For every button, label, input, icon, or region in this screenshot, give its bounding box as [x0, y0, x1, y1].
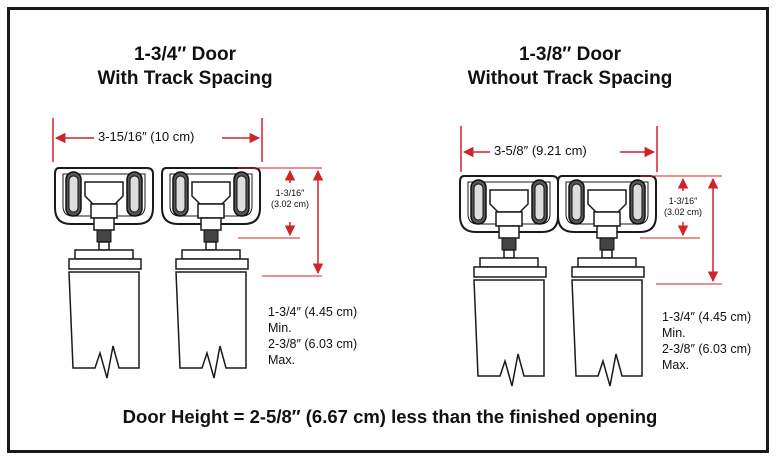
- left-small-dim-label: 1-3/16″ (3.02 cm): [262, 188, 318, 210]
- right-small-dim-line1: 1-3/16″: [668, 196, 698, 206]
- left-range-note: 1-3/4″ (4.45 cm) Min. 2-3/8″ (6.03 cm) M…: [268, 304, 357, 368]
- left-small-dim-line2: (3.02 cm): [270, 199, 309, 209]
- left-note-max-label: Max.: [268, 353, 296, 367]
- right-range-note: 1-3/4″ (4.45 cm) Min. 2-3/8″ (6.03 cm) M…: [662, 309, 751, 373]
- left-title: 1-3/4″ Door With Track Spacing: [90, 43, 280, 91]
- right-note-max-value: 2-3/8″ (6.03 cm): [662, 342, 752, 356]
- left-small-dim-line1: 1-3/16″: [275, 188, 305, 198]
- left-width-label: 3-15/16″ (10 cm): [98, 129, 195, 144]
- right-note-min-value: 1-3/4″ (4.45 cm): [662, 310, 752, 324]
- left-note-min-label: Min.: [268, 321, 292, 335]
- left-title-line1: 1-3/4″ Door: [133, 44, 236, 65]
- left-title-line2: With Track Spacing: [97, 68, 273, 89]
- right-note-min-label: Min.: [662, 326, 686, 340]
- door-height-note: Door Height = 2-5/8″ (6.67 cm) less than…: [122, 406, 658, 427]
- right-title-line1: 1-3/8″ Door: [518, 44, 621, 65]
- right-width-label: 3-5/8″ (9.21 cm): [494, 143, 587, 158]
- right-small-dim-label: 1-3/16″ (3.02 cm): [654, 196, 712, 218]
- left-note-max-value: 2-3/8″ (6.03 cm): [268, 337, 358, 351]
- right-title: 1-3/8″ Door Without Track Spacing: [455, 43, 685, 91]
- right-note-max-label: Max.: [662, 358, 690, 372]
- left-note-min-value: 1-3/4″ (4.45 cm): [268, 305, 358, 319]
- right-title-line2: Without Track Spacing: [467, 68, 673, 89]
- right-small-dim-line2: (3.02 cm): [663, 207, 702, 217]
